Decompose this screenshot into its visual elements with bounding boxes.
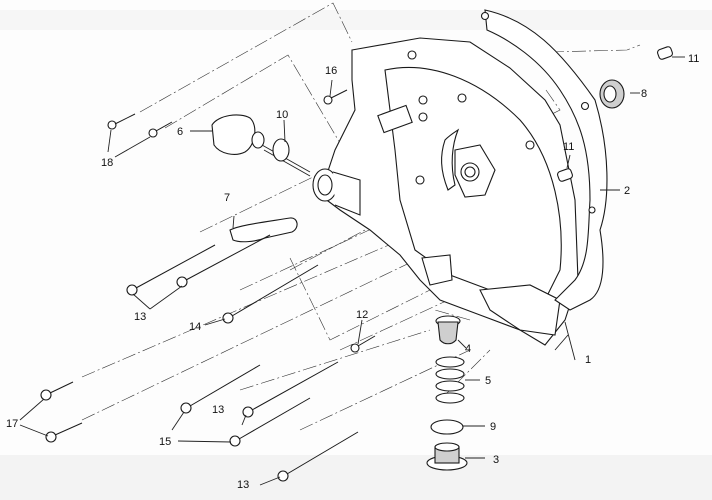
bolt-17b [45,422,83,443]
gasket-hole [480,11,490,21]
label-part-15: 15 [159,436,171,448]
label-part-1: 1 [585,354,591,366]
gasket [484,9,608,311]
label-part-2: 2 [624,185,630,197]
gasket-hole [588,206,596,214]
dowel-pin-top [657,46,673,60]
bolt-13c [242,361,339,418]
bolt-15a [180,364,261,414]
label-part-13-top: 13 [134,311,146,323]
filler-neck [312,168,361,216]
bolt-12 [350,335,376,353]
label-part-3: 3 [493,454,499,466]
label-part-7: 7 [224,192,230,204]
label-part-14: 14 [189,321,201,333]
label-part-17: 17 [6,418,18,430]
sealing-washer [430,419,464,435]
bolts [40,89,376,482]
bolt-17a [40,381,74,401]
label-part-8: 8 [641,88,647,100]
bolt-13d [277,431,359,482]
leader-lines [19,56,685,486]
oil-seal [599,79,625,109]
label-part-5: 5 [485,375,491,387]
label-part-16: 16 [325,65,337,77]
bolt-13b [176,234,271,288]
oil-dipstick [211,114,311,177]
label-part-13-bottom: 13 [237,479,249,491]
oil-strainer [435,315,461,345]
label-part-18: 18 [101,157,113,169]
o-ring [272,138,290,162]
label-part-12: 12 [356,309,368,321]
label-part-9: 9 [490,421,496,433]
label-part-10: 10 [276,109,288,121]
paper-texture-top [0,10,712,30]
label-part-6: 6 [177,126,183,138]
dowel-pin-mid [557,168,573,182]
gasket-hole [580,101,590,111]
bolt-16 [323,89,348,105]
bolt-18b [148,121,173,138]
crankcase-cover [319,37,579,346]
label-part-4: 4 [465,343,471,355]
bracket [229,217,298,243]
paper-texture [0,455,712,500]
bolt-14 [222,264,319,324]
bolt-13a [126,244,216,296]
label-part-11-mid: 11 [563,141,574,153]
bolt-15b [229,397,311,447]
spring [435,356,465,404]
label-part-11-top: 11 [688,53,699,65]
drain-plug [426,442,468,471]
part-labels: 1 2 3 4 5 6 7 8 9 10 11 11 12 13 13 13 1… [6,53,699,491]
bolt-18a [107,113,136,130]
label-part-13-mid: 13 [212,404,224,416]
